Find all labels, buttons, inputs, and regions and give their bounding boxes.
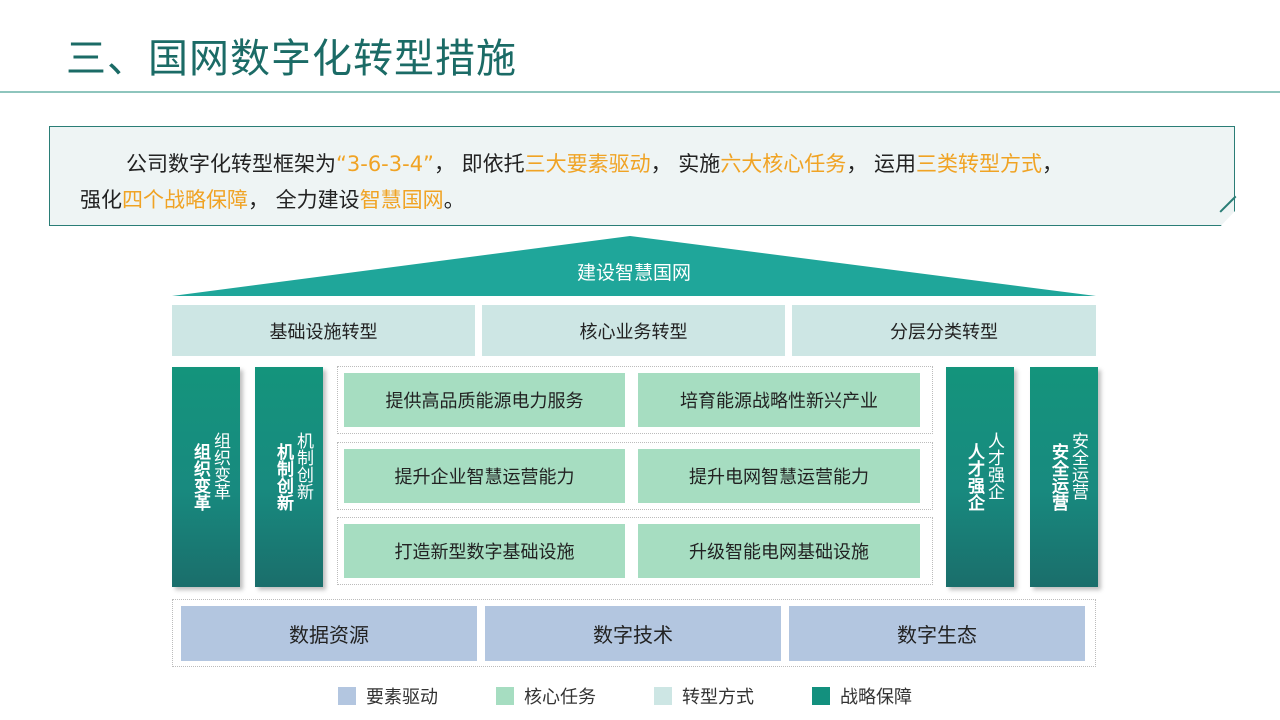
legend-label: 要素驱动 <box>366 687 438 708</box>
intro-highlight: 六大核心任务 <box>720 152 847 176</box>
intro-highlight: “3-6-3-4” <box>336 152 434 176</box>
task-item: 升级智能电网基础设施 <box>638 524 920 578</box>
pillar-title: 组织变革 <box>190 443 210 511</box>
roof <box>172 236 1096 296</box>
legend-swatch <box>812 687 830 705</box>
element-digital-ecology: 数字生态 <box>789 606 1085 661</box>
task-row: 提供高品质能源电力服务 培育能源战略性新兴产业 <box>337 366 933 434</box>
pillar-title: 安全运营 <box>1048 443 1068 511</box>
intro-text: 公司数字化转型框架为“3-6-3-4”， 即依托三大要素驱动， 实施六大核心任务… <box>80 146 1200 218</box>
intro-highlight: 智慧国网 <box>359 188 444 212</box>
legend-item: 转型方式 <box>654 683 754 709</box>
element-digital-tech: 数字技术 <box>485 606 781 661</box>
legend-label: 转型方式 <box>682 687 754 708</box>
pillar-talent: 人才强企 人才强企 <box>946 367 1014 587</box>
intro-highlight: 三类转型方式 <box>916 152 1042 176</box>
legend-label: 战略保障 <box>840 687 912 708</box>
element-row: 数据资源 数字技术 数字生态 <box>172 599 1096 667</box>
pillar-subtitle: 安全运营 <box>1068 432 1088 500</box>
intro-highlight: 三大要素驱动 <box>524 152 651 176</box>
task-row: 提升企业智慧运营能力 提升电网智慧运营能力 <box>337 442 933 510</box>
task-item: 培育能源战略性新兴产业 <box>638 373 920 427</box>
pillar-subtitle: 机制创新 <box>293 432 313 500</box>
legend-swatch <box>496 687 514 705</box>
legend-swatch <box>338 687 356 705</box>
roof-triangle <box>172 236 1096 296</box>
mode-core-business: 核心业务转型 <box>482 305 785 356</box>
pillar-title: 人才强企 <box>964 443 984 511</box>
intro-segment: 强化 <box>80 188 122 212</box>
task-item: 打造新型数字基础设施 <box>344 524 625 578</box>
intro-segment: 。 <box>443 188 465 212</box>
intro-segment: ， 实施 <box>650 152 721 176</box>
legend-item: 战略保障 <box>812 683 912 709</box>
intro-segment: ， <box>1042 152 1063 176</box>
intro-box <box>49 126 1235 226</box>
legend-label: 核心任务 <box>524 687 596 708</box>
legend-item: 要素驱动 <box>338 683 438 709</box>
pillar-security: 安全运营 安全运营 <box>1030 367 1098 587</box>
intro-segment: ， 全力建设 <box>248 188 360 212</box>
element-data-resources: 数据资源 <box>181 606 477 661</box>
mode-infrastructure: 基础设施转型 <box>172 305 475 356</box>
pillar-mechanism: 机制创新 机制创新 <box>255 367 323 587</box>
task-row: 打造新型数字基础设施 升级智能电网基础设施 <box>337 517 933 585</box>
intro-segment: ， 即依托 <box>433 152 525 176</box>
pillar-subtitle: 人才强企 <box>984 432 1004 500</box>
pillar-subtitle: 组织变革 <box>210 432 230 500</box>
task-item: 提供高品质能源电力服务 <box>344 373 625 427</box>
roof-label: 建设智慧国网 <box>576 262 691 284</box>
task-item: 提升企业智慧运营能力 <box>344 449 625 503</box>
legend-item: 核心任务 <box>496 683 596 709</box>
title-divider <box>0 91 1280 93</box>
pillar-organization: 组织变革 组织变革 <box>172 367 240 587</box>
legend-swatch <box>654 687 672 705</box>
page-title: 三、国网数字化转型措施 <box>66 36 517 82</box>
pillar-title: 机制创新 <box>273 443 293 511</box>
intro-segment: ， 运用 <box>846 152 916 176</box>
intro-highlight: 四个战略保障 <box>122 188 248 212</box>
mode-layered: 分层分类转型 <box>792 305 1096 356</box>
task-item: 提升电网智慧运营能力 <box>638 449 920 503</box>
intro-segment: 公司数字化转型框架为 <box>126 152 336 176</box>
